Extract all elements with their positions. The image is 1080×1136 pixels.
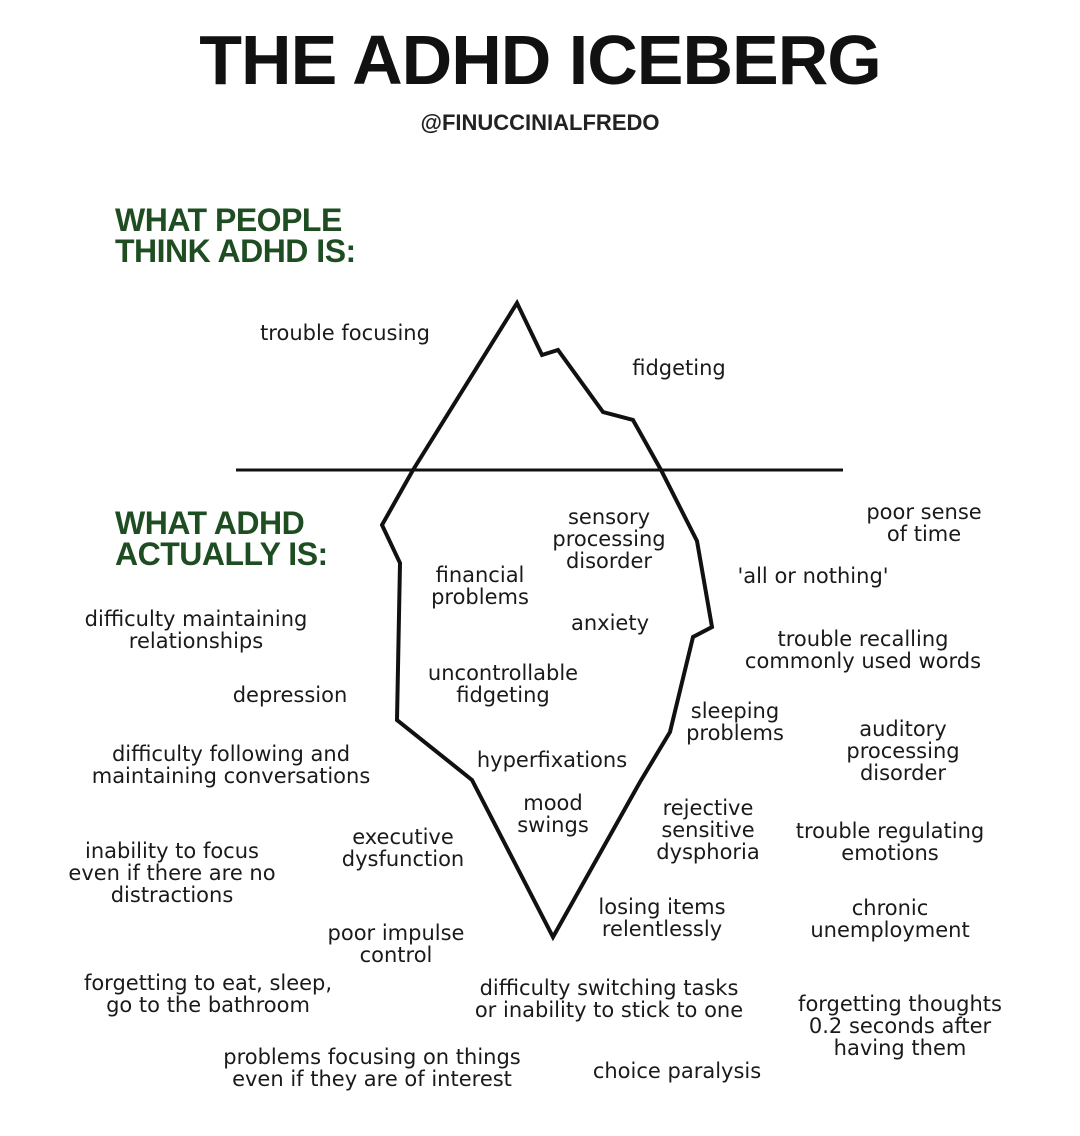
label-financial-problems: financial problems <box>431 563 529 609</box>
label-chronic-unemployment: chronic unemployment <box>810 896 970 942</box>
label-poor-sense-of-time: poor sense of time <box>866 500 982 546</box>
label-anxiety: anxiety <box>570 611 650 635</box>
label-losing-items: losing items relentlessly <box>598 895 726 941</box>
label-fidgeting: fidgeting <box>632 356 726 380</box>
label-difficulty-following-conversations: difficulty following and maintaining con… <box>91 742 371 788</box>
label-trouble-recalling-words: trouble recalling commonly used words <box>744 627 982 673</box>
label-choice-paralysis: choice paralysis <box>592 1059 762 1083</box>
page-title: THE ADHD ICEBERG <box>199 21 881 99</box>
label-rejective-sensitive-dysphoria: rejective sensitive dysphoria <box>656 796 760 864</box>
label-sensory-processing-disorder: sensory processing disorder <box>552 505 666 573</box>
section-heading-above: WHAT PEOPLE THINK ADHD IS: <box>115 202 356 269</box>
label-mood-swings: mood swings <box>517 791 589 837</box>
label-forgetting-thoughts: forgetting thoughts 0.2 seconds after ha… <box>798 992 1002 1060</box>
label-all-or-nothing: 'all or nothing' <box>737 564 889 588</box>
label-hyperfixations: hyperfixations <box>476 748 628 772</box>
iceberg-outline <box>379 298 715 942</box>
label-trouble-regulating-emotions: trouble regulating emotions <box>795 819 985 865</box>
label-trouble-focusing: trouble focusing <box>260 321 430 345</box>
label-problems-focusing-on-things: problems focusing on things even if they… <box>223 1045 521 1091</box>
label-auditory-processing-disorder: auditory processing disorder <box>846 717 960 785</box>
label-inability-to-focus: inability to focus even if there are no … <box>68 839 276 907</box>
section-heading-below: WHAT ADHD ACTUALLY IS: <box>115 505 328 572</box>
label-difficulty-maintaining-relationships: difficulty maintaining relationships <box>84 607 308 653</box>
label-poor-impulse-control: poor impulse control <box>327 921 465 967</box>
label-uncontrollable-fidgeting: uncontrollable fidgeting <box>427 661 579 707</box>
label-difficulty-switching-tasks: difficulty switching tasks or inability … <box>474 976 744 1022</box>
label-sleeping-problems: sleeping problems <box>686 699 784 745</box>
author-credit: @FINUCCINIALFREDO <box>420 110 660 135</box>
label-executive-dysfunction: executive dysfunction <box>341 825 465 871</box>
label-forgetting-to-eat: forgetting to eat, sleep, go to the bath… <box>83 971 333 1017</box>
label-depression: depression <box>232 683 348 707</box>
